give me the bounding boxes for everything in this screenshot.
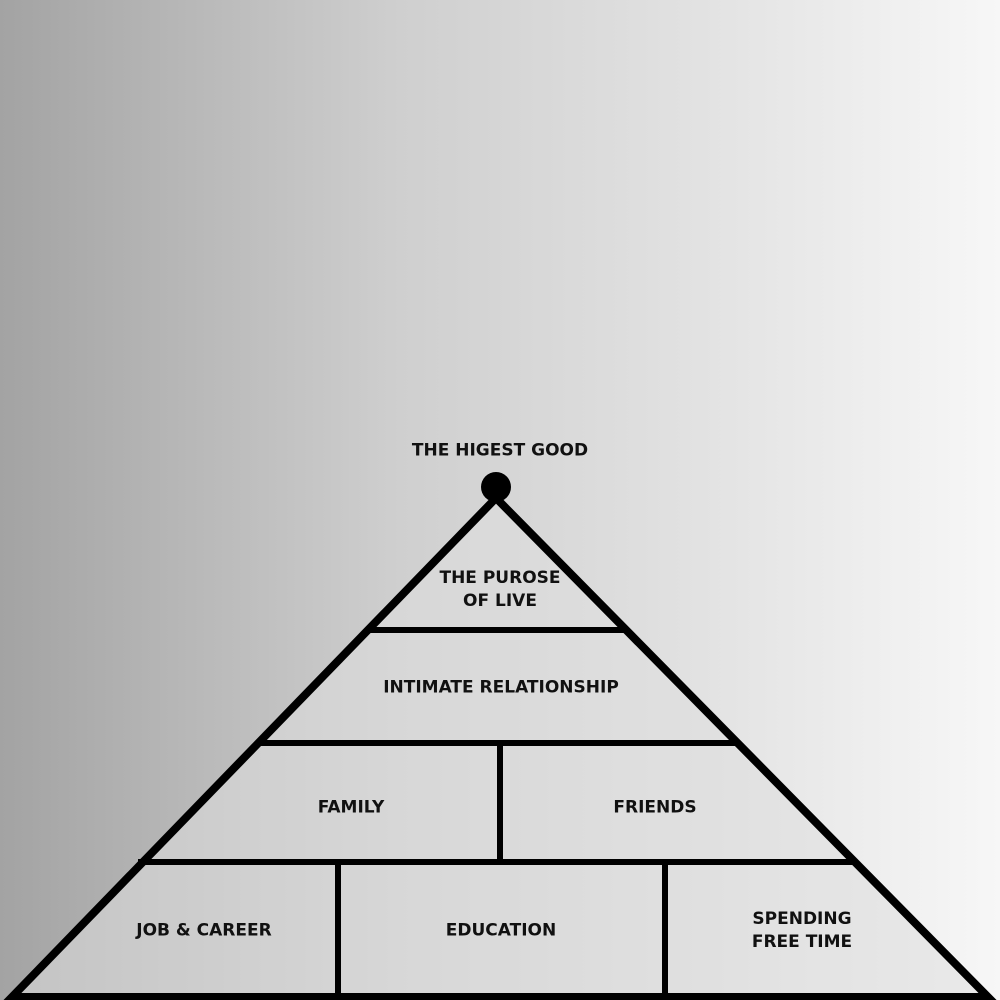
- level-purpose-line-1: THE PUROSE: [439, 568, 561, 588]
- level-intimate-label: INTIMATE RELATIONSHIP: [383, 677, 619, 698]
- apex-label: THE HIGEST GOOD: [411, 440, 589, 461]
- level-free-time-line-2: FREE TIME: [751, 932, 853, 952]
- level-education-label: EDUCATION: [445, 920, 557, 941]
- level-job-label: JOB & CAREER: [136, 920, 272, 941]
- level-free-time-line-1: SPENDING: [752, 909, 852, 929]
- level-family-label: FAMILY: [317, 797, 385, 818]
- apex-dot: [481, 472, 511, 502]
- level-purpose-line-2: OF LIVE: [463, 591, 537, 611]
- level-purpose-label: THE PUROSE OF LIVE: [439, 567, 560, 613]
- level-friends-label: FRIENDS: [613, 797, 697, 818]
- level-free-time-label: SPENDING FREE TIME: [752, 908, 852, 954]
